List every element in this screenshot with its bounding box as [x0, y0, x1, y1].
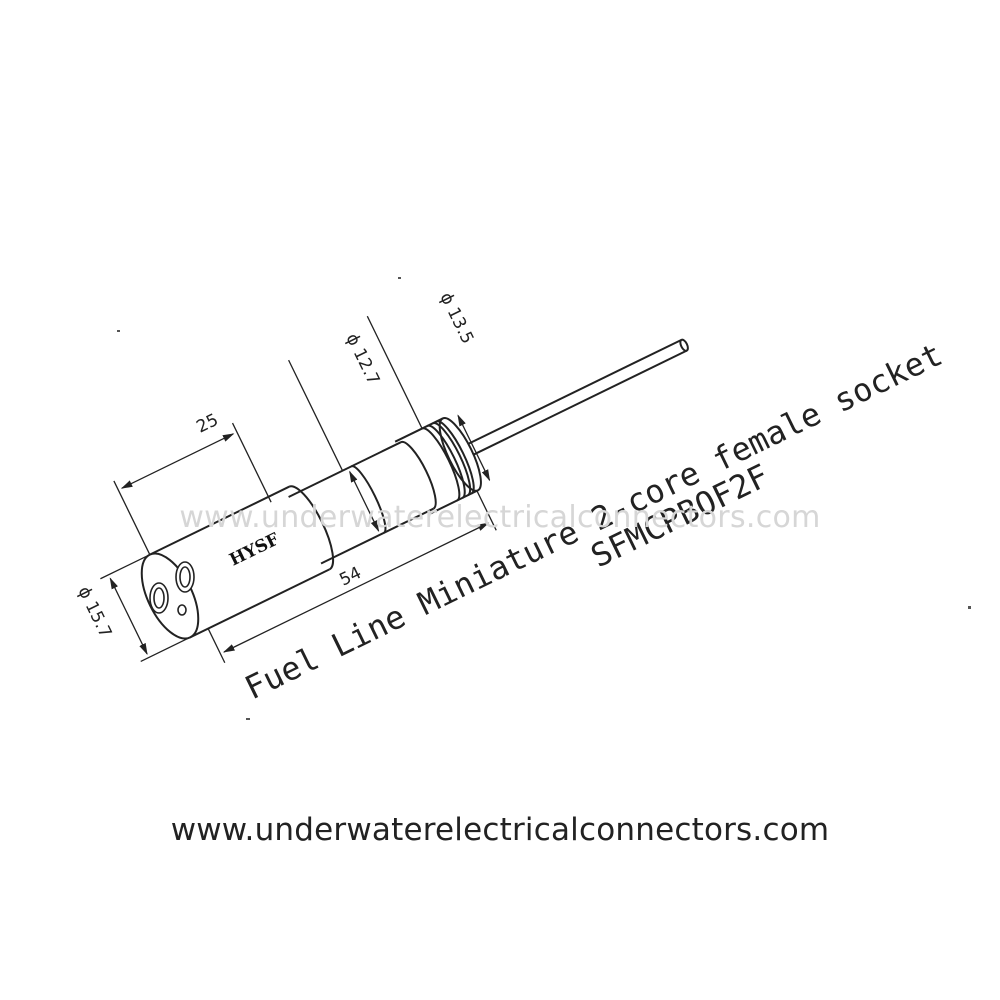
- cable: [460, 338, 689, 459]
- watermark: www.underwaterelectricalconnectors.com: [179, 500, 821, 535]
- pin-holes: [149, 561, 195, 616]
- brand-mark: HYSF: [226, 529, 282, 570]
- key-hole: [177, 604, 187, 616]
- dimension-label-dia-rear: ϕ 13.5: [436, 289, 478, 347]
- stray-marks: [117, 277, 971, 720]
- footer-url[interactable]: www.underwaterelectricalconnectors.com: [170, 812, 830, 848]
- pin-hole-left-inner: [153, 587, 165, 609]
- rear-collar: [394, 417, 482, 515]
- dimension-label-dia-front: ϕ 15.7: [74, 583, 116, 641]
- front-face: [140, 552, 200, 640]
- dimension-label-dia-mid: ϕ 12.7: [342, 330, 384, 388]
- dimension-lines: [100, 315, 497, 664]
- pin-hole-right-inner: [179, 566, 191, 588]
- dimension-label-25: 25: [193, 410, 221, 437]
- dimension-label-54: 54: [336, 563, 364, 590]
